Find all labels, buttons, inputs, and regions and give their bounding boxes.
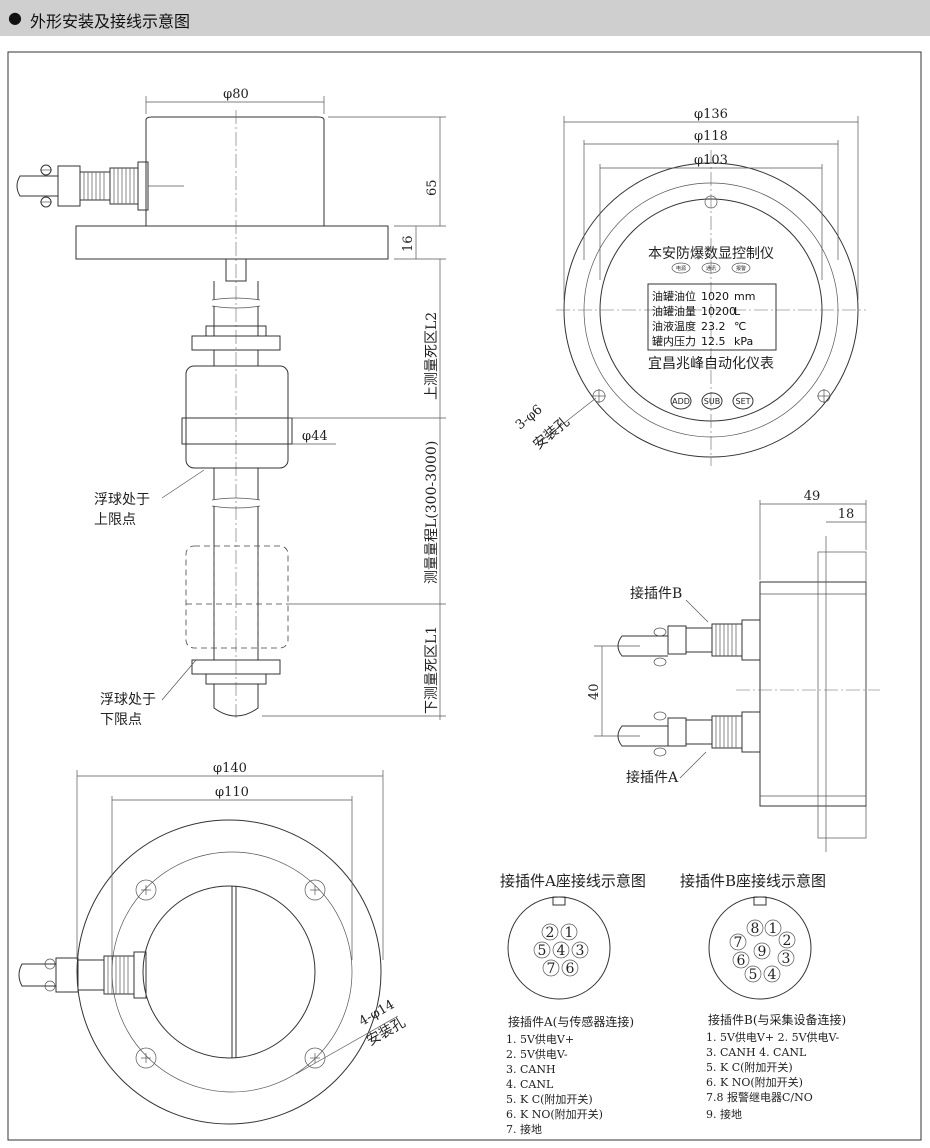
pin-a-caption: 接插件A(与传感器连接): [508, 1014, 634, 1029]
pin-a-6: 6: [566, 961, 575, 977]
pin-a-legend: 6. K NO(附加开关): [506, 1107, 603, 1121]
pin-b-1: 1: [769, 921, 778, 937]
float-lower-label-1: 浮球处于: [100, 692, 156, 708]
pin-b-caption: 接插件B(与采集设备连接): [708, 1012, 846, 1027]
led-alarm: 报警: [736, 265, 746, 272]
bullet-icon: ●: [8, 8, 22, 27]
connector-b-label: 接插件B: [630, 585, 682, 602]
pin-a-legend: 4. CANL: [506, 1078, 554, 1091]
float-lower-label-2: 下限点: [100, 712, 142, 728]
dim-d80: φ80: [223, 87, 249, 102]
header-bar: ● 外形安装及接线示意图: [0, 0, 930, 36]
dim-h65: 65: [425, 179, 440, 196]
flange: [75, 225, 389, 260]
float-upper-label-2: 上限点: [94, 512, 136, 528]
led-comm: 通讯: [706, 265, 716, 272]
lcd-row-unit: ℃: [734, 320, 746, 333]
flange-top-view: φ140 φ110 4-φ14 安装孔: [18, 761, 408, 1125]
drawing-frame: [7, 51, 922, 1141]
float-upper: [185, 365, 289, 469]
lcd-row-unit: kPa: [734, 335, 753, 348]
pin-b-6: 6: [737, 953, 746, 969]
connector-a-label: 接插件A: [626, 769, 679, 786]
lcd-row-value: 12.5: [701, 335, 726, 348]
sub-button-label: SUB: [704, 397, 720, 406]
pin-b-2: 2: [783, 933, 792, 949]
lcd-row-name: 油罐油位: [652, 289, 696, 303]
housing-cap: [145, 116, 325, 227]
page-title: 外形安装及接线示意图: [30, 12, 191, 31]
lcd-row-name: 罐内压力: [652, 334, 696, 348]
pin-b-3: 3: [782, 951, 791, 967]
pin-b-title: 接插件B座接线示意图: [680, 872, 826, 890]
set-button-label: SET: [735, 397, 750, 406]
led-power: 电源: [676, 265, 686, 272]
dim-d140: φ140: [213, 761, 247, 776]
pin-a-legend: 7. 接地: [506, 1123, 542, 1136]
dim-d110: φ110: [215, 785, 249, 800]
dim-upper-dead: 上测量死区L2: [424, 312, 440, 400]
float-lower: [185, 545, 289, 649]
pin-b-legend: 9. 接地: [706, 1108, 742, 1121]
add-button-label: ADD: [672, 397, 690, 406]
pin-a-2: 2: [546, 925, 555, 941]
dim-holes3: 3-φ6: [513, 402, 546, 433]
pin-b-4: 4: [768, 967, 777, 983]
pin-diagram-b: 接插件B座接线示意图 8 1 7 2 6 9 3 5 4 接插件B(与采集设备连…: [680, 872, 846, 1121]
dim-d136: φ136: [694, 107, 728, 122]
panel-brand: 宜昌兆峰自动化仪表: [648, 356, 774, 372]
lcd-screen: [647, 283, 777, 351]
pin-b-legend: 3. CANH 4. CANL: [706, 1046, 807, 1059]
dim-range: 测量量程L(300-3000): [424, 441, 440, 584]
lcd-row-unit: mm: [734, 290, 755, 303]
pin-b-legend: 7.8 报警继电器C/NO: [706, 1090, 813, 1104]
pin-b-9: 9: [758, 944, 767, 960]
pin-a-5: 5: [538, 943, 547, 959]
lcd-row-value: 1020: [701, 290, 729, 303]
pin-a-legend: 1. 5V供电V+: [506, 1032, 574, 1046]
pin-a-legend: 3. CANH: [506, 1063, 556, 1076]
dim-h16: 16: [401, 235, 416, 252]
lcd-row-name: 油罐油量: [652, 304, 696, 318]
sub-button[interactable]: [701, 392, 723, 410]
float-upper-label-1: 浮球处于: [94, 492, 150, 508]
pin-b-7: 7: [734, 935, 743, 951]
pin-b-8: 8: [751, 921, 760, 937]
set-button[interactable]: [732, 392, 754, 410]
pin-b-legend: 5. K C(附加开关): [706, 1060, 793, 1074]
dim-lower-dead: 下测量死区L1: [424, 626, 440, 714]
cable-connector: [16, 161, 184, 211]
lcd-row-value: 23.2: [701, 320, 726, 333]
lcd-row-value: 10200: [701, 305, 736, 318]
lcd-row-unit: L: [734, 305, 741, 318]
add-button[interactable]: [670, 392, 692, 410]
lcd-row-name: 油液温度: [652, 319, 696, 333]
panel-title: 本安防爆数显控制仪: [648, 246, 774, 262]
dim-d118: φ118: [694, 129, 728, 144]
pin-b-legend: 1. 5V供电V+ 2. 5V供电V-: [706, 1030, 839, 1044]
panel-front-view: 本安防爆数显控制仪 电源 通讯 报警 油罐油位 1020 mm 油罐油量 102…: [513, 107, 866, 466]
pin-b-5: 5: [749, 967, 758, 983]
dim-w18: 18: [838, 507, 855, 522]
pin-a-legend: 2. 5V供电V-: [506, 1047, 568, 1061]
pin-a-4: 4: [557, 943, 566, 959]
pin-a-1: 1: [565, 925, 574, 941]
panel-side-view: 49 18 40 接插件B 接插件A: [587, 489, 880, 852]
dim-w49: 49: [804, 489, 821, 504]
pin-a-3: 3: [576, 943, 585, 959]
pin-a-title: 接插件A座接线示意图: [500, 872, 646, 890]
pin-diagram-a: 接插件A座接线示意图 2 1 5 4 3 7 6 接插件A(与传感器连接) 1.…: [500, 872, 646, 1136]
sensor-side-view: φ80 65 16 上测量死区L2 测量量程L(300-3000) 下测量死区L…: [16, 87, 446, 728]
dim-h40: 40: [587, 683, 602, 700]
dim-d44: φ44: [302, 429, 328, 444]
pin-a-7: 7: [547, 961, 556, 977]
pin-b-legend: 6. K NO(附加开关): [706, 1075, 803, 1089]
dim-d103: φ103: [694, 153, 728, 168]
pin-a-legend: 5. K C(附加开关): [506, 1092, 593, 1106]
